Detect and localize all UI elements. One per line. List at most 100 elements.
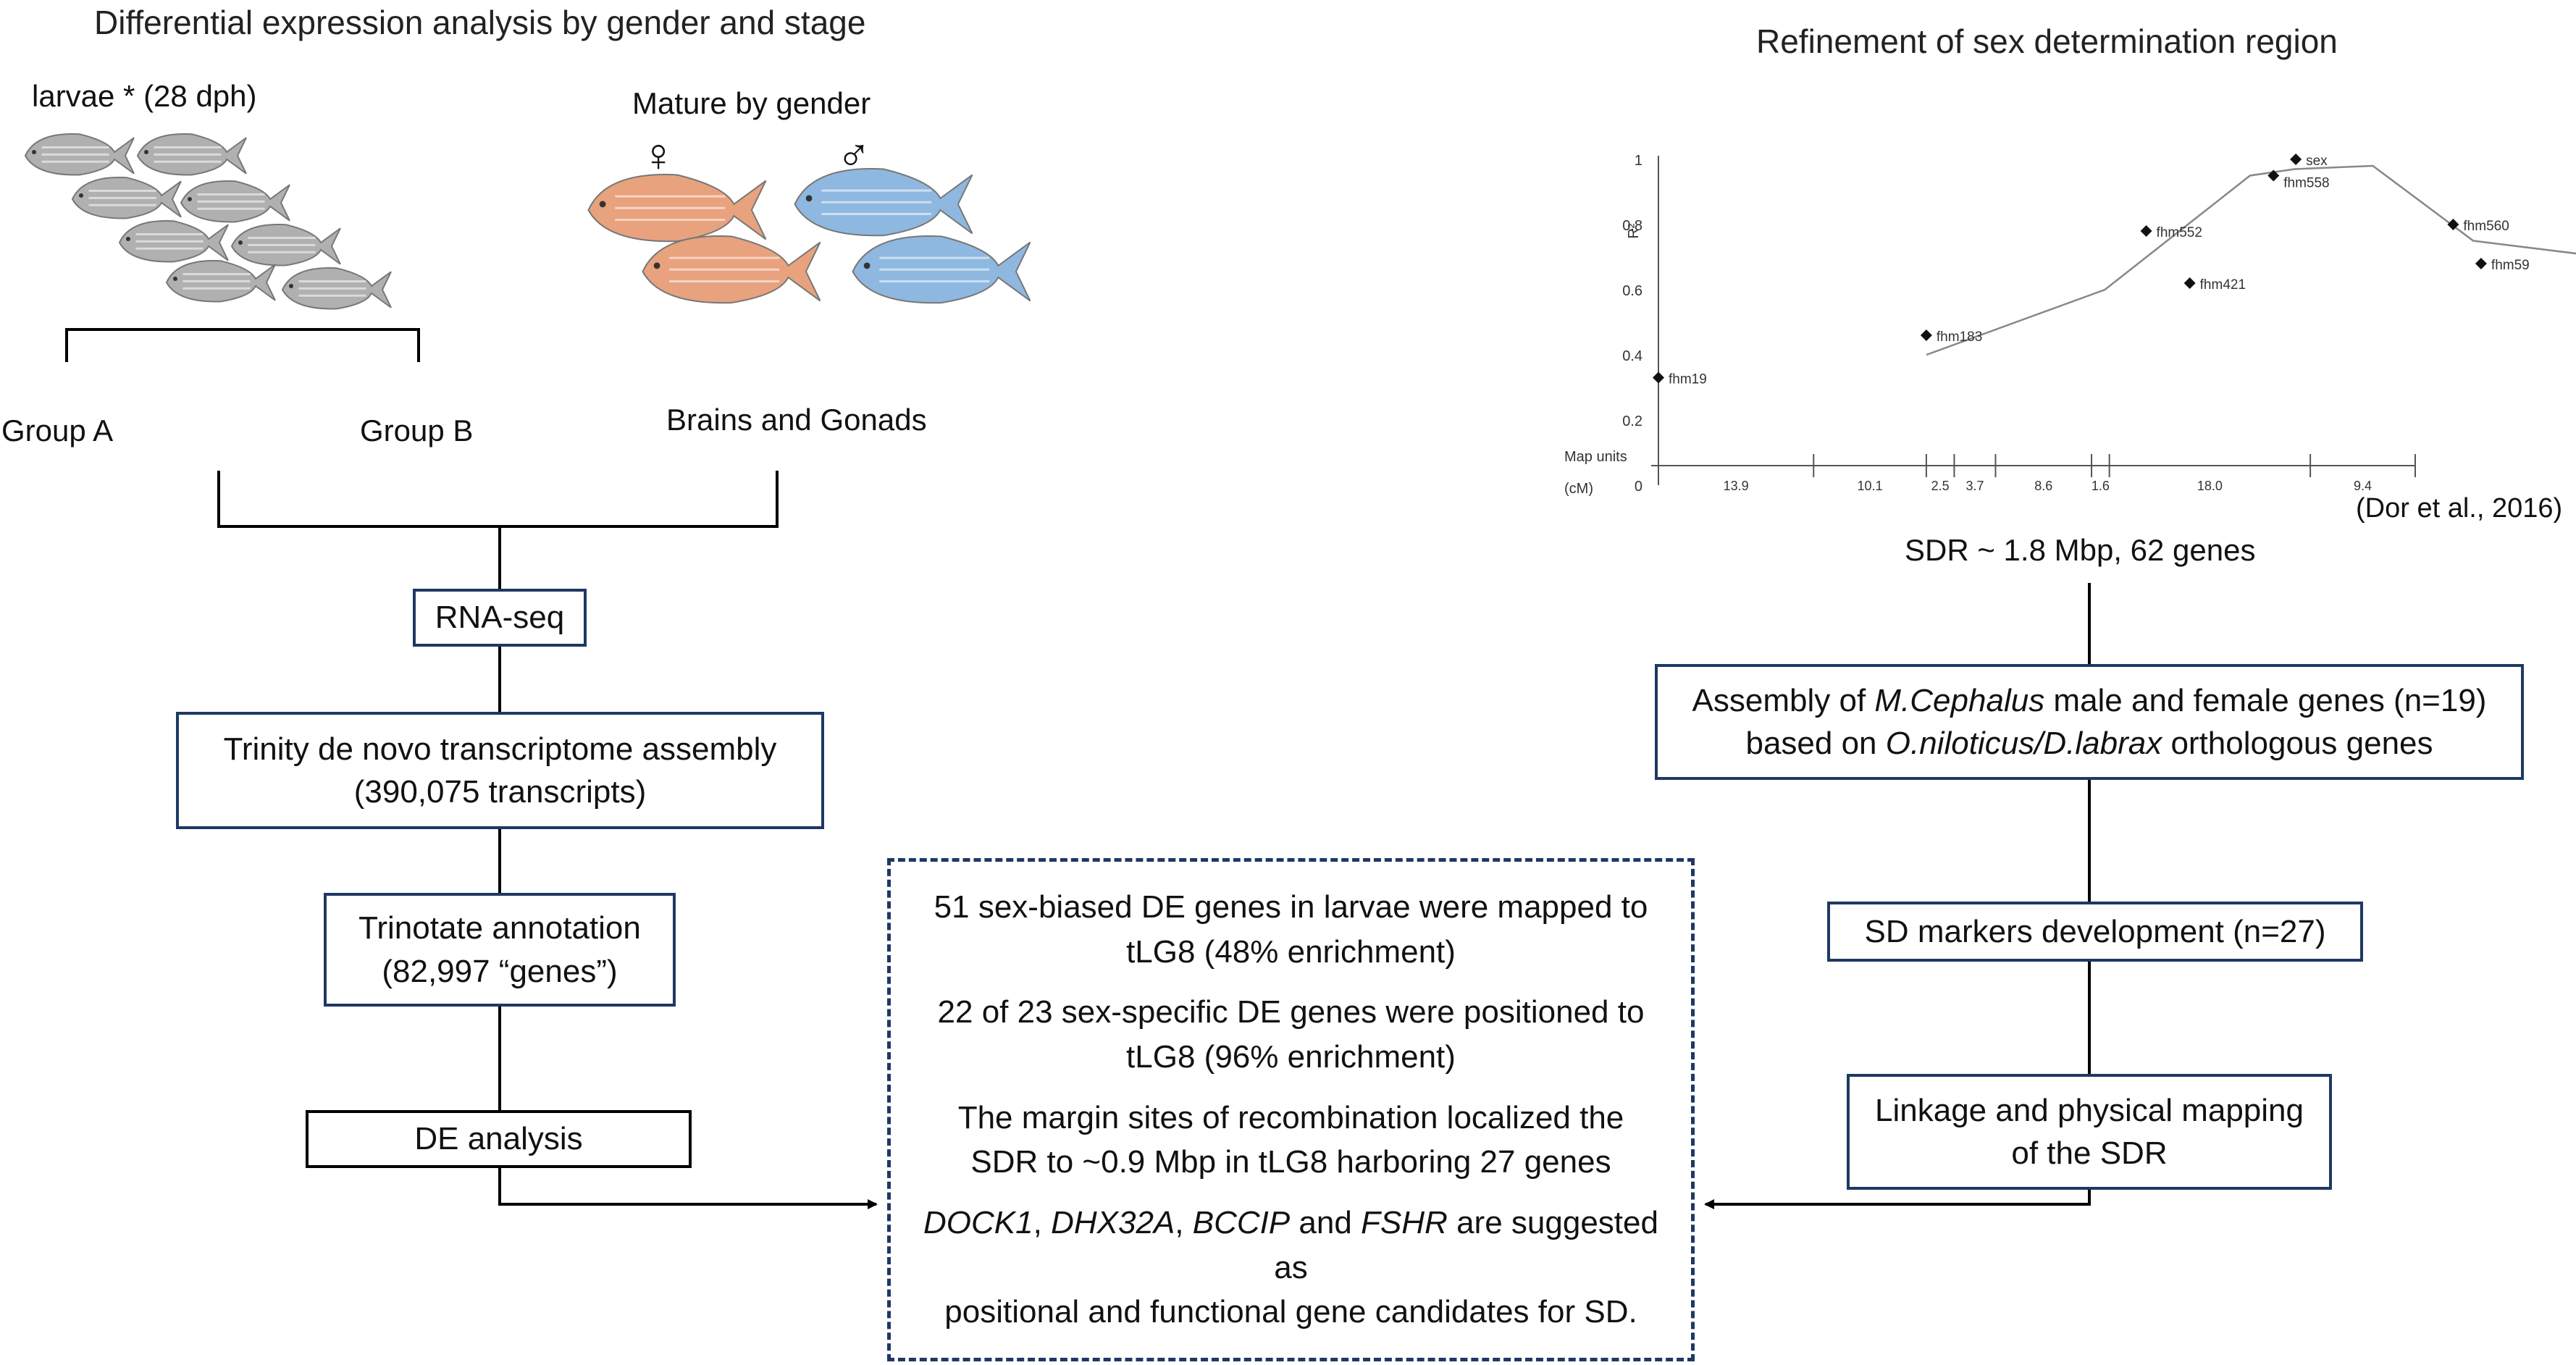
marker-point bbox=[2475, 258, 2487, 269]
assembly-box: Assembly of M.Cephalus male and female g… bbox=[1655, 664, 2524, 780]
larva-fish-8 bbox=[281, 267, 392, 310]
gene-dhx32a: DHX32A bbox=[1051, 1205, 1175, 1241]
marker-point bbox=[2290, 154, 2302, 165]
summary-p1: 51 sex-biased DE genes in larvae were ma… bbox=[934, 885, 1648, 974]
female-fish-2 bbox=[642, 235, 821, 304]
marker-label: fhm552 bbox=[2157, 225, 2202, 240]
larva-fish-3 bbox=[71, 177, 182, 219]
marker-point bbox=[1920, 329, 1932, 341]
rna-seq-label: RNA-seq bbox=[435, 600, 565, 636]
sd-markers-box: SD markers development (n=27) bbox=[1827, 902, 2363, 962]
assembly-text-d: orthologous genes bbox=[2162, 726, 2433, 761]
marker-label: fhm558 bbox=[2283, 176, 2329, 191]
marker-label: fhm59 bbox=[2491, 258, 2530, 273]
y-tick-label: 1 bbox=[1635, 153, 1642, 169]
y-tick-label: 0 bbox=[1635, 479, 1642, 495]
male-symbol: ♂ bbox=[836, 129, 871, 181]
assembly-text-c: based on bbox=[1745, 726, 1886, 761]
larvae-bracket bbox=[65, 328, 420, 362]
group-b-label: Group B bbox=[360, 413, 474, 448]
map-interval-label: 10.1 bbox=[1858, 479, 1883, 493]
marker-point bbox=[1653, 371, 1664, 384]
gene-sep1: , bbox=[1033, 1205, 1052, 1241]
larva-fish-1 bbox=[24, 133, 135, 176]
male-fish-2 bbox=[852, 235, 1031, 304]
summary-p2: 22 of 23 sex-specific DE genes were posi… bbox=[938, 990, 1645, 1079]
merge-bracket bbox=[217, 471, 779, 528]
trinity-box: Trinity de novo transcriptome assembly (… bbox=[176, 712, 824, 829]
gene-and: and bbox=[1290, 1205, 1362, 1241]
marker-point bbox=[2267, 169, 2280, 182]
rna-seq-box: RNA-seq bbox=[413, 589, 587, 647]
brains-gonads-label: Brains and Gonads bbox=[666, 403, 927, 437]
map-interval-label: 2.5 bbox=[1931, 479, 1950, 493]
female-fish-1 bbox=[587, 174, 767, 243]
gene-dock1: DOCK1 bbox=[923, 1205, 1033, 1241]
summary-p3-line2: SDR to ~0.9 Mbp in tLG8 harboring 27 gen… bbox=[970, 1144, 1611, 1180]
map-interval-label: 13.9 bbox=[1724, 479, 1749, 493]
gene-bccip: BCCIP bbox=[1192, 1205, 1291, 1241]
marker-point bbox=[2183, 277, 2196, 289]
summary-p1-line2: tLG8 (48% enrichment) bbox=[1126, 933, 1456, 970]
assembly-orthologs: O.niloticus/D.labrax bbox=[1885, 726, 2162, 761]
gene-fshr: FSHR bbox=[1361, 1205, 1448, 1241]
de-analysis-box: DE analysis bbox=[306, 1110, 692, 1168]
linkage-box: Linkage and physical mapping of the SDR bbox=[1847, 1074, 2332, 1190]
summary-p2-line1: 22 of 23 sex-specific DE genes were posi… bbox=[937, 994, 1645, 1030]
marker-point bbox=[2140, 225, 2152, 237]
larva-fish-6 bbox=[230, 224, 341, 266]
y-axis-label: R² bbox=[1626, 223, 1642, 238]
y-tick-label: 0.2 bbox=[1622, 413, 1642, 429]
x-axis-unit: (cM) bbox=[1564, 481, 1593, 497]
linkage-line2: of the SDR bbox=[2011, 1135, 2168, 1171]
larva-fish-4 bbox=[180, 180, 290, 223]
x-axis-label: Map units bbox=[1564, 449, 1627, 465]
right-title: Refinement of sex determination region bbox=[1756, 22, 2338, 60]
map-interval-label: 18.0 bbox=[2197, 479, 2223, 493]
trinotate-box: Trinotate annotation (82,997 “genes”) bbox=[324, 893, 676, 1007]
male-fish-1 bbox=[794, 168, 973, 237]
summary-p3: The margin sites of recombination locali… bbox=[958, 1096, 1624, 1185]
trend-line bbox=[1926, 164, 2576, 356]
y-tick-label: 0.6 bbox=[1622, 283, 1642, 299]
trinity-line1: Trinity de novo transcriptome assembly bbox=[223, 731, 777, 767]
arrow-de-to-summary bbox=[498, 1168, 878, 1209]
summary-p4: DOCK1, DHX32A, BCCIP and FSHR are sugges… bbox=[912, 1201, 1669, 1335]
y-tick-label: 0.4 bbox=[1622, 348, 1642, 364]
marker-label: sex bbox=[2306, 154, 2328, 169]
summary-p4-rest: are suggested as bbox=[1274, 1205, 1658, 1285]
marker-label: fhm560 bbox=[2463, 219, 2509, 234]
assembly-line1: Assembly of M.Cephalus male and female g… bbox=[1692, 679, 2487, 722]
map-interval-label: 1.6 bbox=[2092, 479, 2110, 493]
trinity-line2: (390,075 transcripts) bbox=[353, 774, 647, 810]
group-a-label: Group A bbox=[1, 413, 114, 448]
summary-p4-line2: positional and functional gene candidate… bbox=[944, 1294, 1637, 1330]
assembly-text-b: male and female genes (n=19) bbox=[2044, 682, 2487, 718]
map-interval-label: 3.7 bbox=[1965, 479, 1984, 493]
linkage-line1: Linkage and physical mapping bbox=[1875, 1092, 2304, 1128]
marker-label: fhm183 bbox=[1937, 329, 1982, 345]
marker-point bbox=[2447, 219, 2459, 230]
larva-fish-5 bbox=[118, 220, 229, 263]
summary-p1-line1: 51 sex-biased DE genes in larvae were ma… bbox=[934, 889, 1648, 925]
de-analysis-label: DE analysis bbox=[414, 1121, 583, 1157]
larvae-label: larvae * (28 dph) bbox=[32, 79, 257, 113]
assembly-species: M.Cephalus bbox=[1874, 682, 2045, 718]
trinotate-line2: (82,997 “genes”) bbox=[382, 953, 618, 989]
citation: (Dor et al., 2016) bbox=[2356, 493, 2563, 524]
gene-sep2: , bbox=[1175, 1205, 1193, 1241]
summary-box: 51 sex-biased DE genes in larvae were ma… bbox=[887, 858, 1695, 1361]
left-title: Differential expression analysis by gend… bbox=[94, 4, 866, 41]
y-tick-label: 0.8 bbox=[1622, 218, 1642, 234]
sdr-summary: SDR ~ 1.8 Mbp, 62 genes bbox=[1905, 533, 2256, 567]
assembly-line2: based on O.niloticus/D.labrax orthologou… bbox=[1745, 722, 2433, 765]
sd-markers-label: SD markers development (n=27) bbox=[1864, 913, 2326, 949]
trinotate-line1: Trinotate annotation bbox=[358, 910, 641, 946]
larva-fish-7 bbox=[165, 260, 276, 303]
arrow-linkage-to-summary bbox=[1704, 1190, 2091, 1209]
mature-label: Mature by gender bbox=[632, 86, 871, 120]
female-symbol: ♀ bbox=[641, 129, 676, 181]
